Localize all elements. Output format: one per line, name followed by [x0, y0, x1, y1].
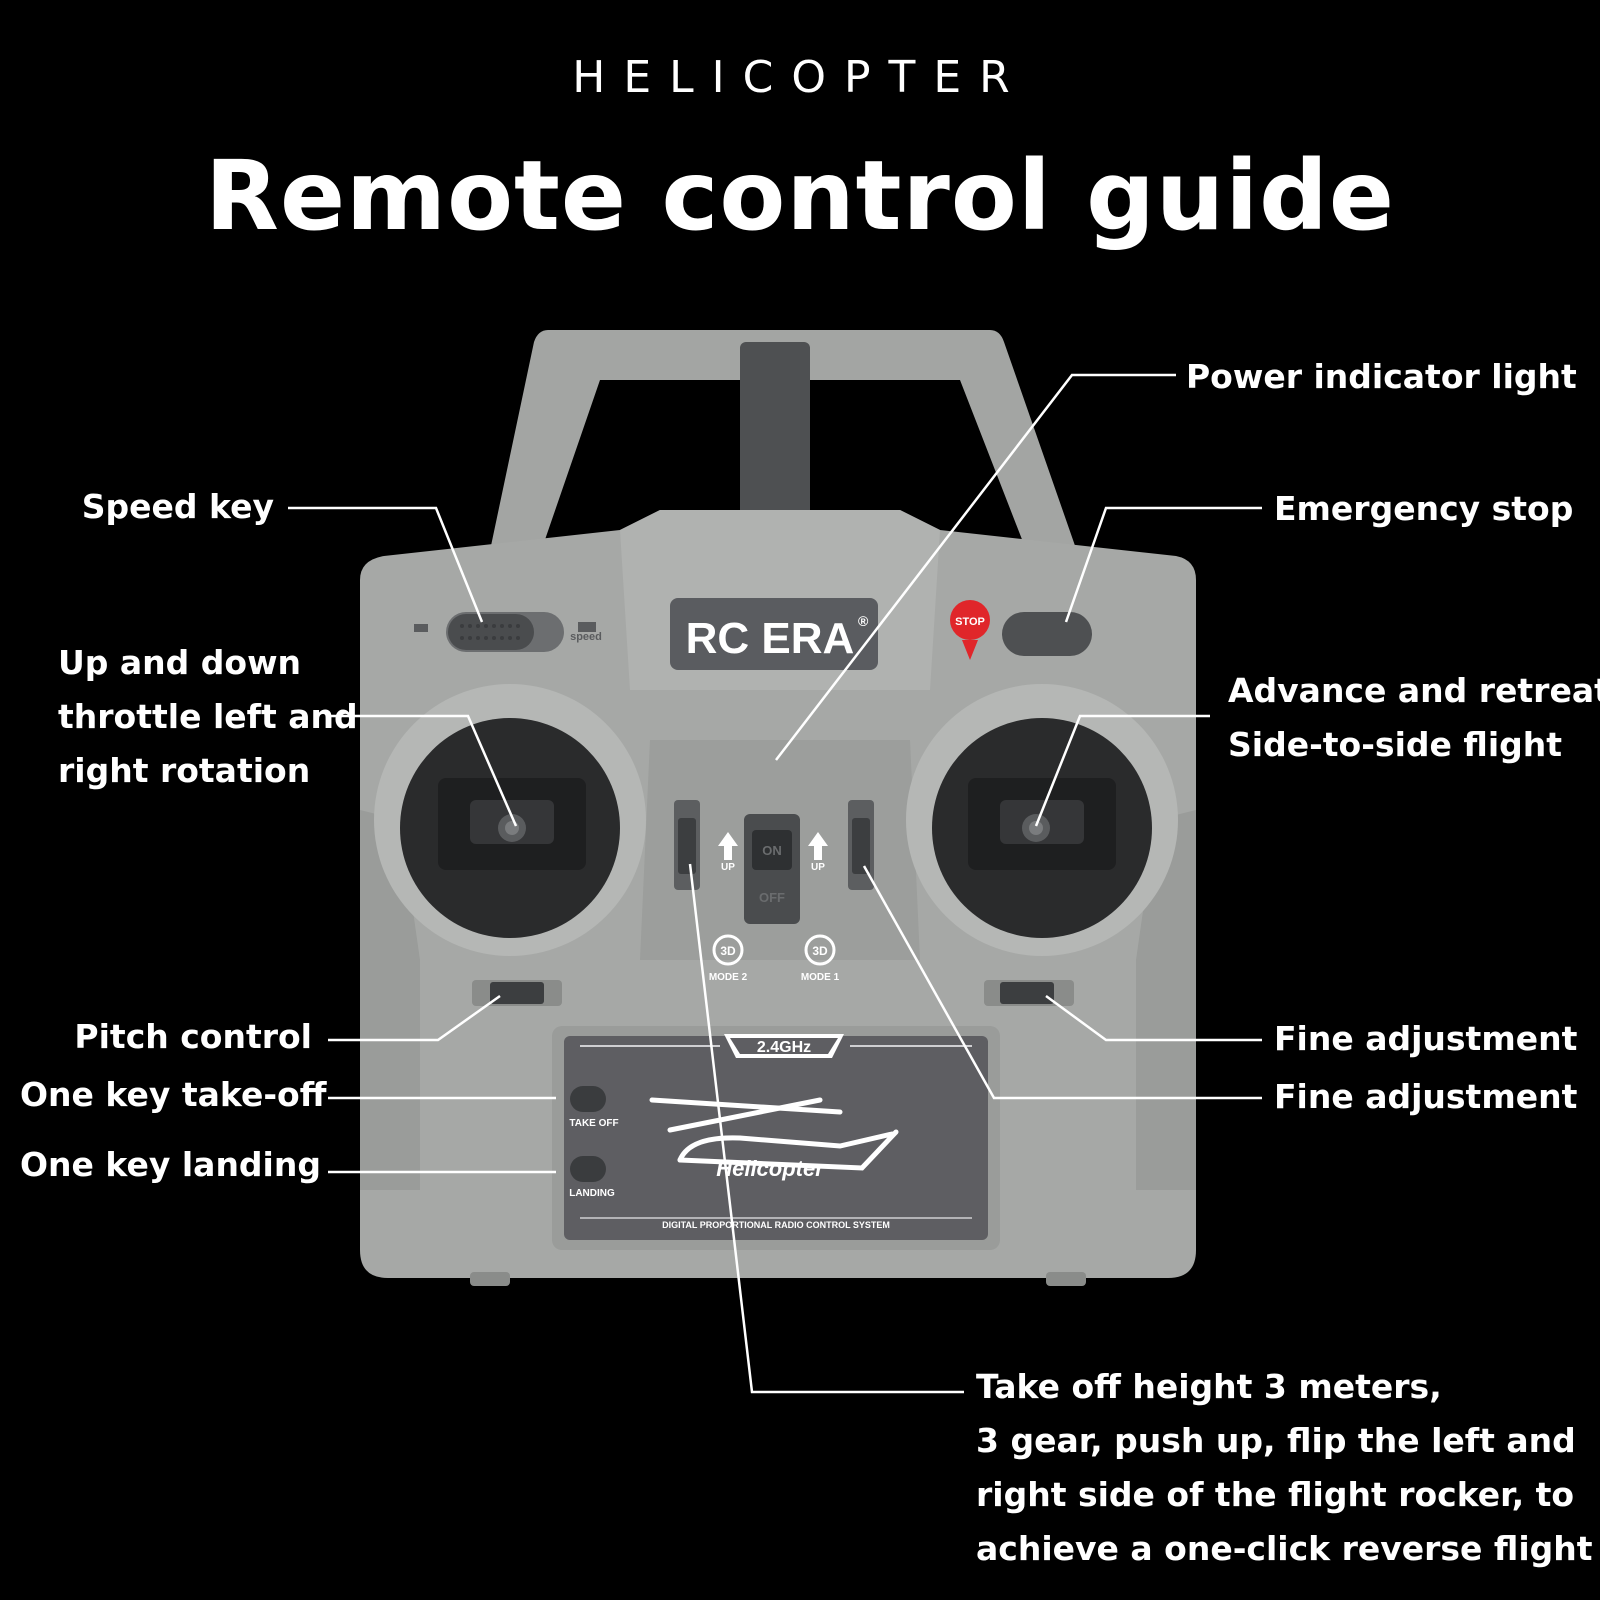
brand-text: RC ERA — [686, 614, 855, 663]
leader-flip — [688, 863, 964, 1394]
label-fine-adjust-1: Fine adjustment — [1274, 1019, 1578, 1058]
frequency-text: 2.4GHz — [757, 1039, 811, 1056]
label-power-light: Power indicator light — [1186, 357, 1577, 396]
mode-2-icon — [712, 934, 744, 966]
up-arrow-right-icon — [808, 832, 828, 860]
antenna — [740, 342, 810, 522]
mode-1-icon — [804, 934, 836, 966]
label-throttle-3: right rotation — [58, 751, 311, 790]
mode-1-text: MODE 1 — [801, 972, 840, 983]
leader-power — [775, 373, 1176, 761]
leader-lines — [288, 373, 1262, 1394]
system-text: DIGITAL PROPORTIONAL RADIO CONTROL SYSTE… — [662, 1220, 890, 1230]
emergency-stop-button — [1002, 612, 1092, 656]
registered-mark: ® — [858, 613, 869, 629]
up-right-text: UP — [811, 862, 825, 873]
leader-advance — [1034, 714, 1210, 827]
brand-badge — [670, 598, 878, 670]
landing-button — [570, 1156, 606, 1182]
label-flip-1: Take off height 3 meters, — [976, 1367, 1442, 1406]
take-off-btn-text: TAKE OFF — [569, 1118, 618, 1129]
leader-emergency — [1064, 506, 1262, 623]
leader-throttle — [328, 714, 518, 827]
label-emergency-stop: Emergency stop — [1274, 489, 1574, 528]
label-landing: One key landing — [20, 1145, 321, 1184]
up-arrow-left-icon — [718, 832, 738, 860]
leader-fine-2 — [862, 865, 1262, 1100]
leader-pitch — [328, 994, 501, 1042]
leader-fine-1 — [1045, 994, 1262, 1042]
speed-small-label: speed — [570, 631, 602, 643]
panel-name-text: Helicopter — [716, 1156, 825, 1181]
svg-text:3D: 3D — [720, 944, 736, 958]
stop-badge — [950, 600, 990, 640]
helicopter-logo-icon — [649, 1097, 899, 1171]
front-panel — [564, 1036, 988, 1240]
leader-speed-key — [288, 506, 484, 623]
page-title: Remote control guide — [205, 140, 1395, 252]
label-throttle-1: Up and down — [58, 643, 302, 682]
label-fine-adjust-2: Fine adjustment — [1274, 1077, 1578, 1116]
switch-on-text: ON — [762, 843, 782, 858]
label-take-off: One key take-off — [20, 1075, 327, 1114]
label-pitch-control: Pitch control — [74, 1017, 312, 1056]
label-flip-2: 3 gear, push up, flip the left and — [976, 1421, 1576, 1460]
take-off-button — [570, 1086, 606, 1112]
header-kicker: HELICOPTER — [572, 52, 1028, 103]
landing-btn-text: LANDING — [569, 1188, 615, 1199]
label-advance-1: Advance and retreat — [1228, 671, 1600, 710]
switch-off-text: OFF — [759, 890, 785, 905]
stop-badge-text: STOP — [955, 616, 985, 628]
label-advance-2: Side-to-side flight — [1228, 725, 1563, 764]
svg-text:3D: 3D — [812, 944, 828, 958]
up-left-text: UP — [721, 862, 735, 873]
label-flip-4: achieve a one-click reverse flight — [976, 1529, 1593, 1568]
mode-2-text: MODE 2 — [709, 972, 748, 983]
speed-key-button — [448, 614, 534, 650]
label-flip-3: right side of the flight rocker, to — [976, 1475, 1575, 1514]
label-throttle-2: throttle left and — [58, 697, 358, 736]
label-speed-key: Speed key — [81, 487, 274, 526]
stop-arrow-icon — [962, 640, 978, 660]
